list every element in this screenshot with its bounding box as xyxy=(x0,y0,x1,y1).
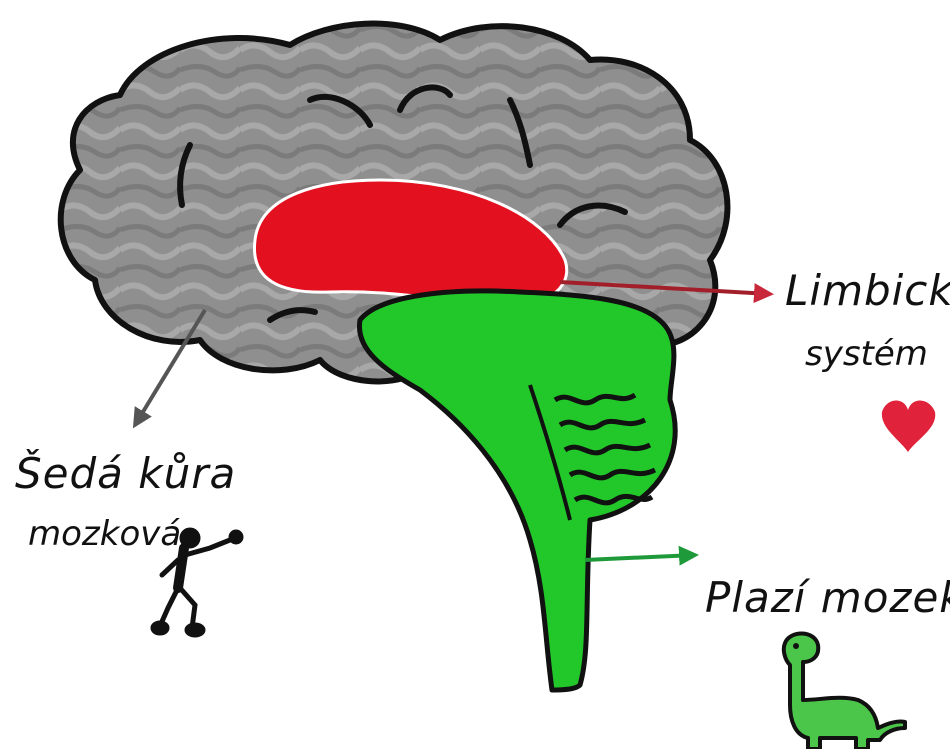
reptile-label: Plazí mozek xyxy=(705,573,950,622)
reptile-arrow xyxy=(585,555,695,560)
cortex-label-line1: Šedá kůra xyxy=(15,448,236,498)
heart-icon xyxy=(882,400,935,452)
limbic-label-line2: systém xyxy=(805,334,928,374)
limbic-label-line1: Limbický xyxy=(785,266,950,315)
cortex-label-line2: mozková xyxy=(28,514,181,554)
reptilian-brain xyxy=(359,291,675,690)
dinosaur-icon xyxy=(784,633,905,749)
